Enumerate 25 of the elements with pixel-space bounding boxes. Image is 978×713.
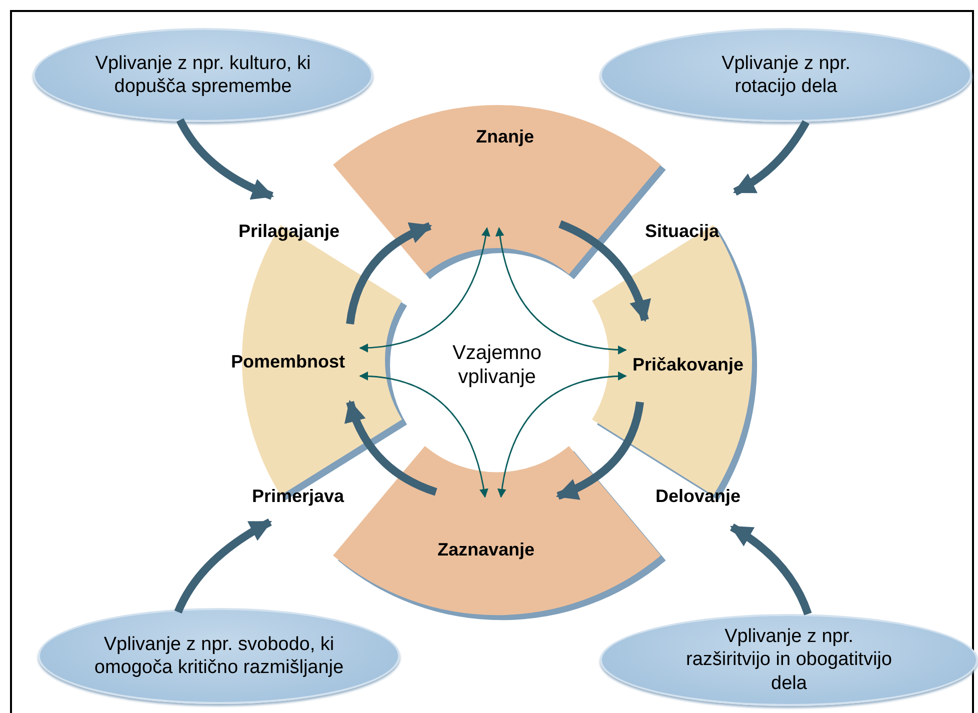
arrow	[359, 227, 490, 352]
arrow	[359, 372, 488, 498]
arrow	[558, 220, 650, 322]
arrow	[556, 401, 644, 500]
callout-ellipse: Vplivanje z npr. rotacijo dela	[600, 28, 972, 122]
arrow	[346, 222, 432, 325]
arrow	[498, 372, 627, 498]
process-label: Prilagajanje	[238, 221, 340, 243]
arrow	[730, 524, 812, 616]
arrow	[496, 227, 627, 354]
sector-label: Znanje	[476, 126, 534, 148]
arrow	[733, 120, 810, 196]
process-label: Situacija	[644, 221, 720, 243]
process-label: Primerjava	[252, 486, 344, 508]
center-label: Vzajemno vplivanje	[437, 341, 557, 389]
sector-label: Pričakovanje	[632, 354, 744, 376]
sector-label: Zaznavanje	[437, 539, 534, 560]
callout-ellipse: Vplivanje z npr. svobodo, ki omogoča kritično razmišljanje	[38, 608, 400, 704]
arrow	[176, 118, 274, 200]
arrow	[345, 400, 438, 496]
callout-ellipse: Vplivanje z npr. kulturo, ki dopušča spremembe	[33, 28, 373, 122]
arrow	[174, 518, 272, 614]
process-label: Delovanje	[655, 486, 741, 508]
sector-label: Pomembnost	[231, 351, 345, 372]
callout-ellipse: Vplivanje z npr. razširitvijo in obogatitvijo dela	[600, 614, 978, 706]
